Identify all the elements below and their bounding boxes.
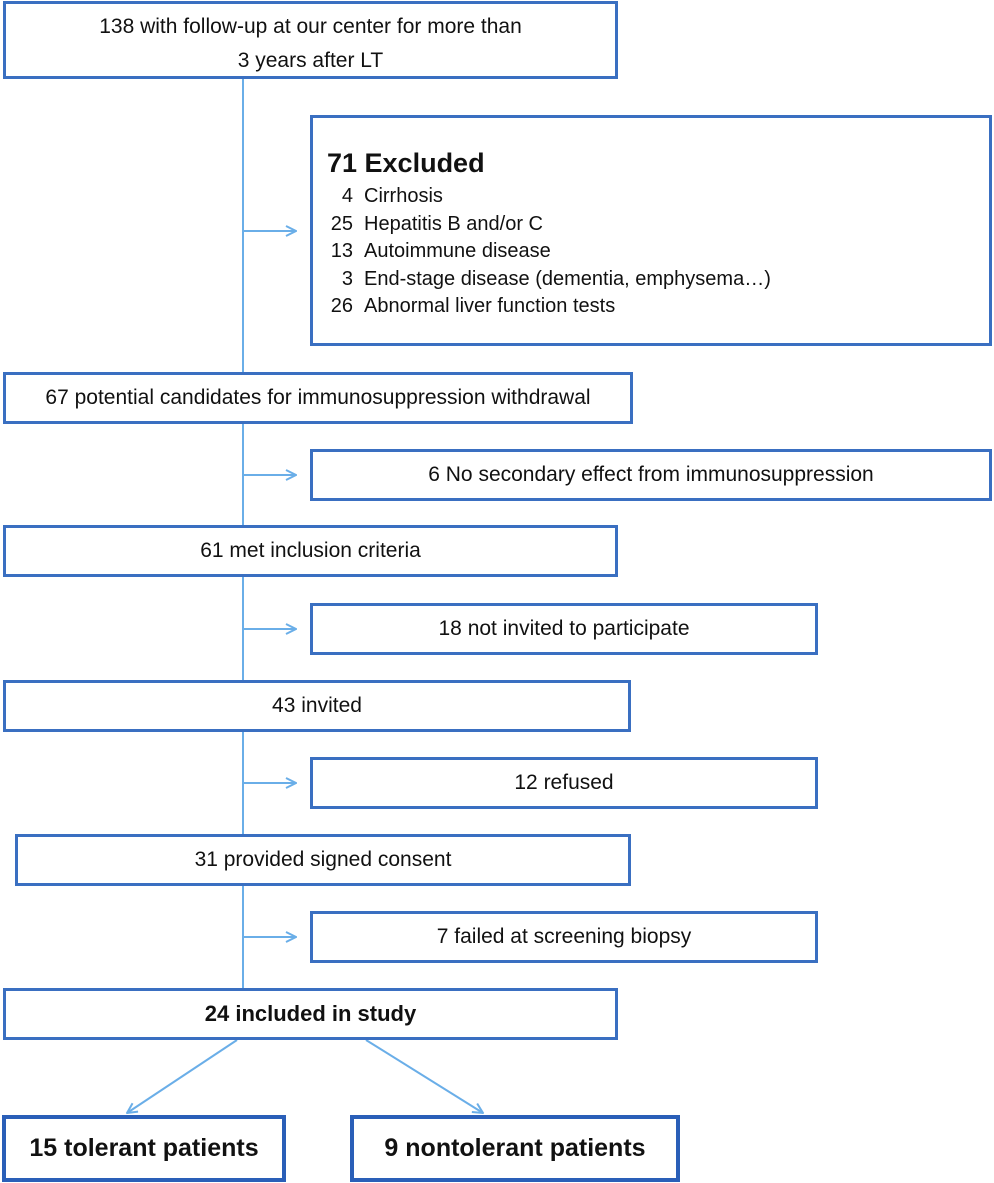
excluded-item: 13 Autoimmune disease [327,237,551,265]
excluded-reason: End-stage disease (dementia, emphysema…) [364,268,771,290]
excluded-title: 71 Excluded [327,148,485,178]
excluded-reason: Hepatitis B and/or C [364,213,543,235]
start-box: 138 with follow-up at our center for mor… [3,1,618,79]
arrow-to-nontolerant [365,1039,483,1113]
met-criteria-box: 61 met inclusion criteria [3,525,618,577]
consent-box: 31 provided signed consent [15,834,631,886]
excluded-box: 71 Excluded 4 Cirrhosis 25 Hepatitis B and… [310,115,992,346]
not-invited-box: 18 not invited to participate [310,603,818,655]
excluded-count: 4 [341,185,353,207]
excluded-reason: Autoimmune disease [364,240,551,262]
refused-box: 12 refused [310,757,818,809]
excluded-count: 26 [330,295,353,317]
excluded-count: 25 [330,213,353,235]
invited-box: 43 invited [3,680,631,732]
start-line-2: 3 years after LT [237,49,384,72]
excluded-reason: Abnormal liver function tests [364,295,616,317]
candidates-box: 67 potential candidates for immunosuppre… [3,372,633,424]
tolerant-box: 15 tolerant patients [2,1115,286,1182]
failed-biopsy-box: 7 failed at screening biopsy [310,911,818,963]
excluded-reason: Cirrhosis [364,185,443,207]
excluded-item: 3 End-stage disease (dementia, emphysema…… [327,265,771,293]
no-secondary-box: 6 No secondary effect from immunosuppres… [310,449,992,501]
excluded-count: 3 [341,268,353,290]
arrow-to-tolerant [127,1039,238,1113]
excluded-item: 4 Cirrhosis [327,182,443,210]
excluded-item: 25 Hepatitis B and/or C [327,210,543,238]
start-line-1: 138 with follow-up at our center for mor… [99,15,522,38]
excluded-count: 13 [330,240,353,262]
included-box: 24 included in study [3,988,618,1040]
nontolerant-box: 9 nontolerant patients [350,1115,680,1182]
excluded-item: 26 Abnormal liver function tests [327,292,615,320]
